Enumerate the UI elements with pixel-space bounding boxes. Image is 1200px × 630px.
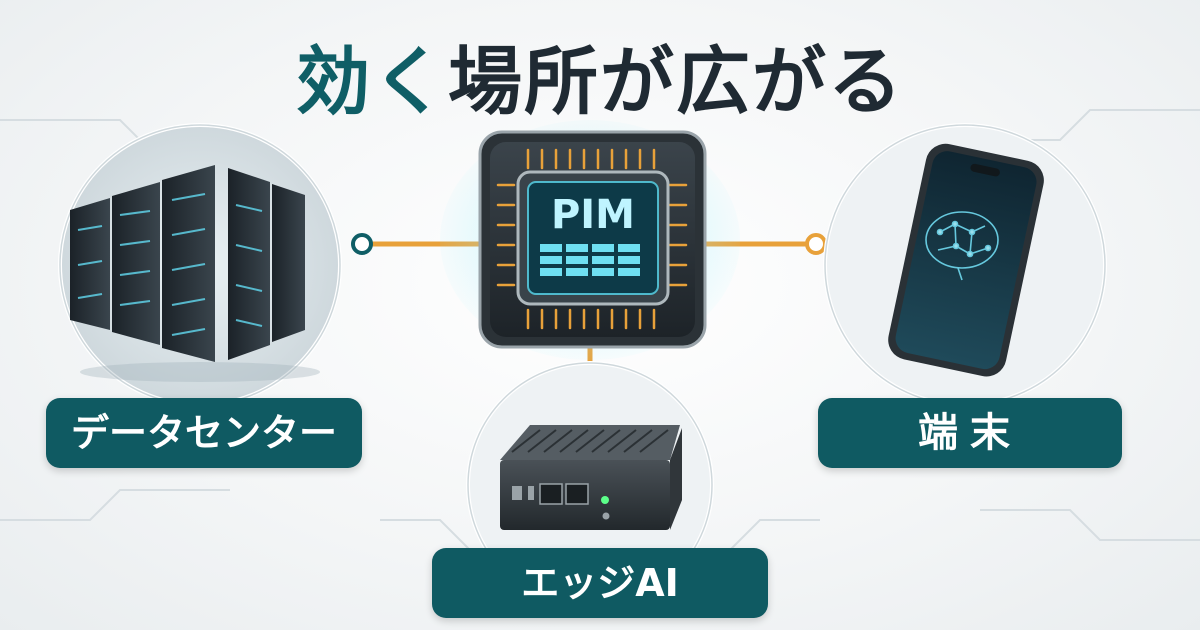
page-title: 効く場所が広がる	[0, 22, 1200, 129]
chip-memory-grid	[540, 244, 640, 276]
label-edge-ai: エッジAI	[432, 548, 768, 618]
edge-computer-box-icon	[500, 425, 682, 530]
connector-node-datacenter	[351, 233, 373, 255]
smartphone-icon	[888, 143, 1044, 377]
pim-chip: PIM	[440, 120, 740, 360]
ai-brain-icon	[925, 211, 999, 281]
title-accent: 効く	[296, 39, 448, 125]
label-device: 端末	[818, 398, 1122, 468]
label-datacenter: データセンター	[46, 398, 362, 468]
chip-pins	[496, 148, 688, 330]
connector-node-device	[805, 233, 827, 255]
node-datacenter	[58, 123, 342, 407]
node-device	[823, 123, 1107, 407]
title-rest: 場所が広がる	[448, 39, 904, 125]
server-racks-icon	[70, 165, 320, 382]
chip-label: PIM	[551, 192, 635, 238]
